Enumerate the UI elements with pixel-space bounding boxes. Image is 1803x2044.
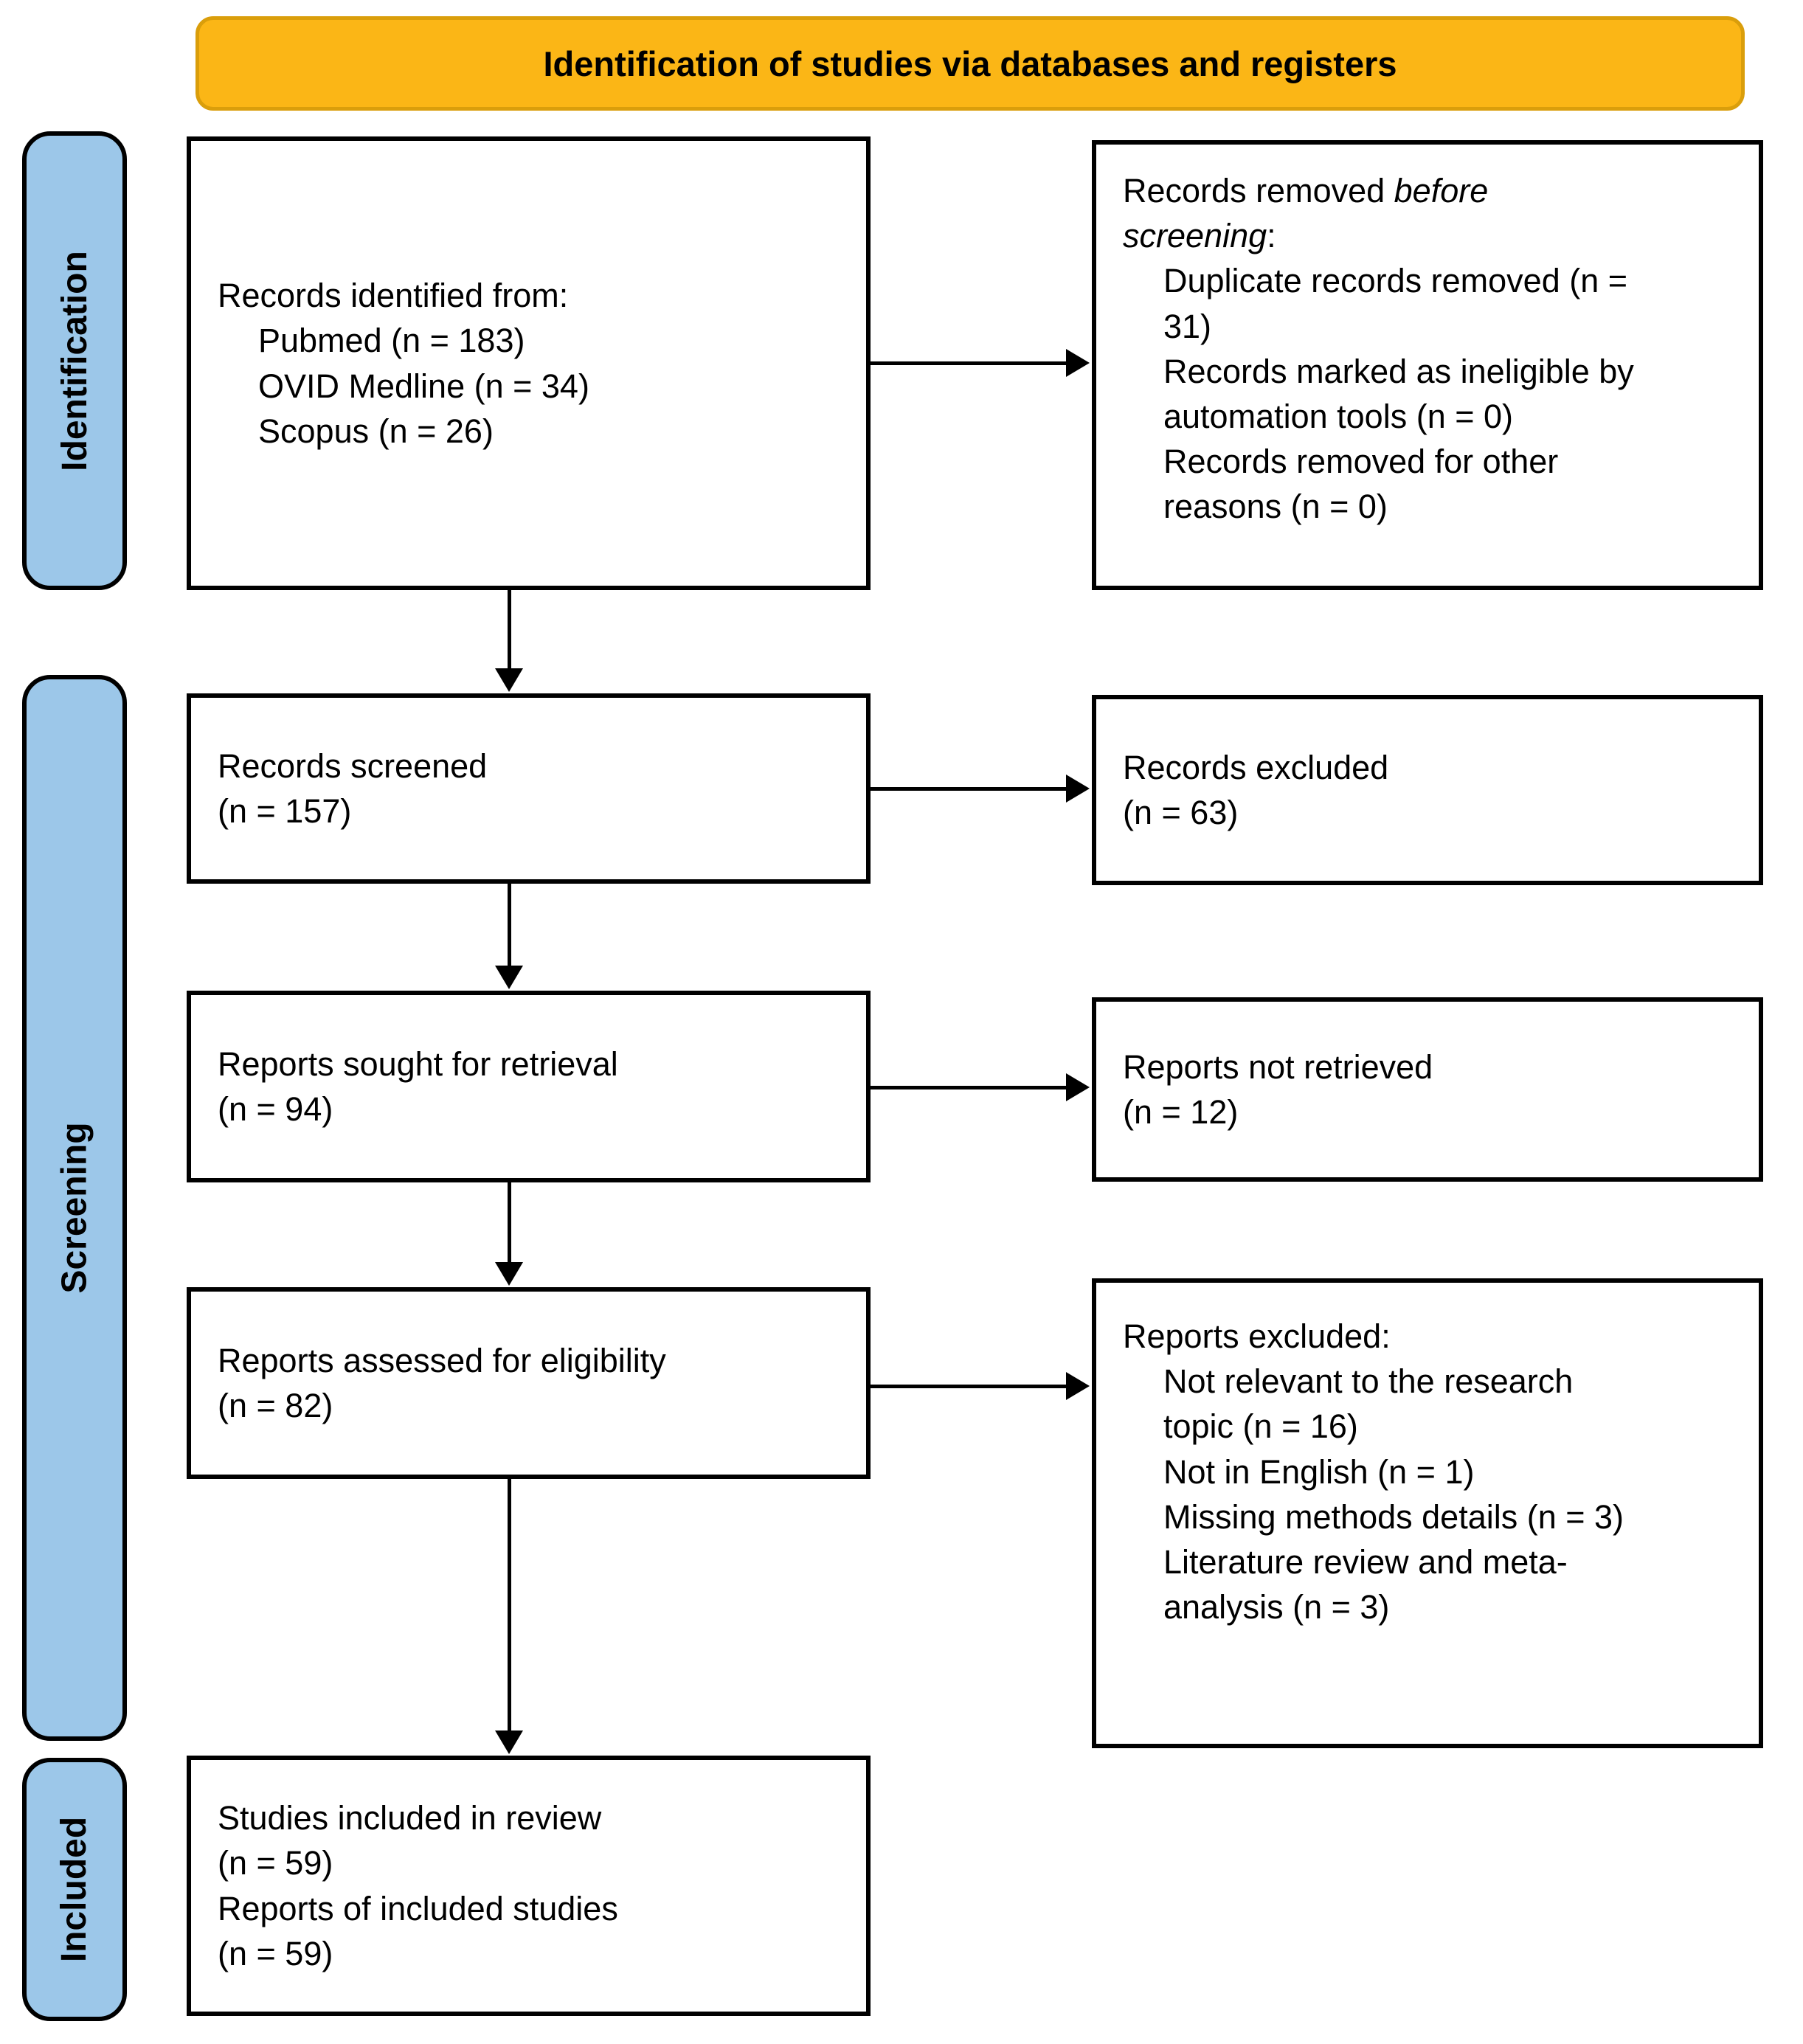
box-records-identified: Records identified from: Pubmed (n = 183… [187, 136, 871, 590]
right-arrow-line [871, 1385, 1067, 1388]
stage-included-label: Included [55, 1816, 94, 1963]
box-line: (n = 12) [1123, 1093, 1239, 1131]
down-arrow-line [508, 884, 511, 966]
right-arrow-icon [1066, 775, 1090, 803]
right-arrow-icon [1066, 1073, 1090, 1101]
down-arrow-icon [495, 966, 523, 989]
right-arrow-icon [1066, 349, 1090, 377]
title-banner: Identification of studies via databases … [195, 16, 1745, 111]
box-line: Reports not retrieved [1123, 1047, 1433, 1086]
right-arrow-line [871, 1086, 1067, 1089]
box-item: OVID Medline (n = 34) [258, 367, 589, 405]
stage-identification: Identification [22, 131, 127, 590]
box-line: Reports sought for retrieval [218, 1044, 618, 1083]
box-heading-line: screening: [1123, 213, 1732, 258]
box-reports-not-retrieved: Reports not retrieved (n = 12) [1092, 997, 1763, 1182]
box-line: (n = 82) [218, 1387, 333, 1424]
box-item: Not relevant to the research topic (n = … [1163, 1362, 1574, 1446]
down-arrow-icon [495, 1731, 523, 1754]
box-records-screened: Records screened (n = 157) [187, 693, 871, 884]
box-item: Scopus (n = 26) [258, 412, 494, 450]
box-item: Records marked as ineligible by automati… [1163, 352, 1634, 435]
box-reports-assessed: Reports assessed for eligibility (n = 82… [187, 1287, 871, 1479]
right-arrow-line [871, 787, 1067, 791]
heading-regular: Records removed [1123, 172, 1394, 209]
box-studies-included: Studies included in review (n = 59) Repo… [187, 1756, 871, 2016]
box-item: Duplicate records removed (n = 31) [1163, 262, 1628, 345]
down-arrow-icon [495, 668, 523, 692]
right-arrow-line [871, 361, 1067, 365]
stage-screening: Screening [22, 675, 127, 1741]
box-line: Records excluded [1123, 748, 1389, 786]
box-line: Studies included in review [218, 1799, 602, 1837]
box-line: (n = 94) [218, 1090, 333, 1128]
box-line: Records screened [218, 746, 488, 785]
stage-included: Included [22, 1758, 127, 2021]
box-reports-sought: Reports sought for retrieval (n = 94) [187, 991, 871, 1182]
down-arrow-icon [495, 1262, 523, 1286]
right-arrow-icon [1066, 1372, 1090, 1400]
box-line: Reports of included studies [218, 1889, 618, 1927]
stage-screening-label: Screening [55, 1122, 94, 1294]
box-line: (n = 157) [218, 792, 352, 830]
box-item: Pubmed (n = 183) [258, 322, 525, 360]
box-heading: Records identified from: [218, 277, 569, 315]
box-heading-line: Records removed before [1123, 168, 1732, 213]
box-records-removed-before-screening: Records removed before screening: Duplic… [1092, 140, 1763, 590]
box-line: (n = 59) [218, 1844, 333, 1882]
box-heading: Reports excluded: [1123, 1317, 1391, 1355]
box-records-excluded: Records excluded (n = 63) [1092, 695, 1763, 885]
box-item: Not in English (n = 1) [1163, 1452, 1475, 1491]
box-reports-excluded: Reports excluded: Not relevant to the re… [1092, 1278, 1763, 1748]
down-arrow-line [508, 590, 511, 670]
box-item: Missing methods details (n = 3) [1163, 1497, 1624, 1536]
box-line: (n = 59) [218, 1934, 333, 1972]
heading-italic: before [1394, 172, 1489, 209]
down-arrow-line [508, 1479, 511, 1731]
box-item: Literature review and meta-analysis (n =… [1163, 1542, 1568, 1626]
box-line: Reports assessed for eligibility [218, 1341, 666, 1379]
down-arrow-line [508, 1182, 511, 1262]
title-banner-label: Identification of studies via databases … [543, 44, 1397, 83]
heading-italic: screening [1123, 217, 1267, 255]
heading-colon: : [1267, 217, 1276, 255]
stage-identification-label: Identification [55, 250, 94, 471]
box-item: Records removed for other reasons (n = 0… [1163, 443, 1559, 526]
box-line: (n = 63) [1123, 794, 1239, 831]
